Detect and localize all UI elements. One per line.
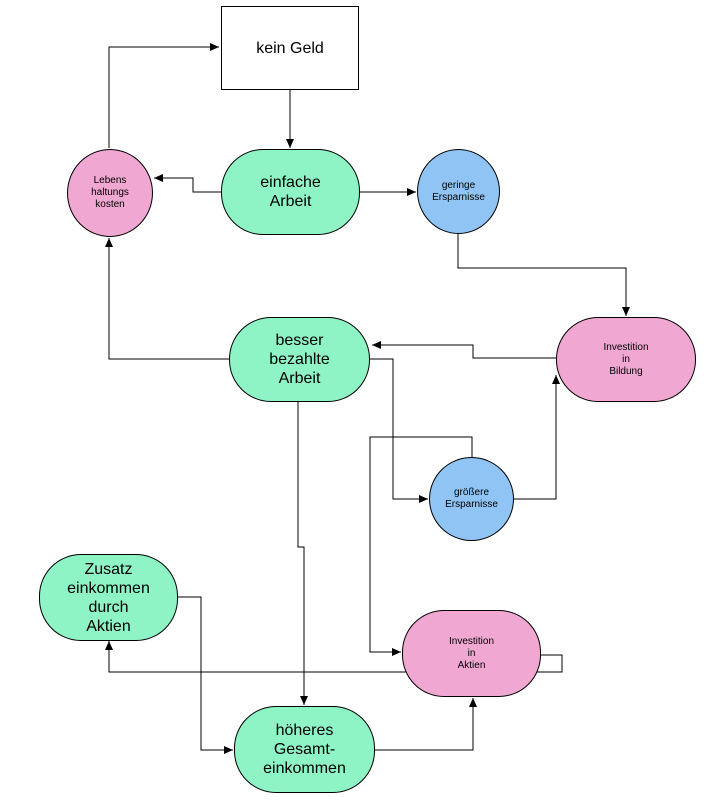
edge-zusatzeinkommen-to-hoeheres-gesamteinkommen (178, 596, 233, 754)
node-hoeheres-gesamteinkommen: höheres Gesamt- einkommen (234, 706, 375, 793)
node-geringe-ersparnisse: geringe Ersparnisse (417, 149, 500, 234)
edge-groessere-ersparnisse-to-investition-bildung (514, 375, 560, 500)
edge-besser-bezahlte-arbeit-to-hoeheres-gesamteinkommen (297, 402, 308, 705)
node-investition-bildung: Investition in Bildung (556, 317, 696, 402)
edge-groessere-ersparnisse-to-investition-aktien (369, 436, 473, 656)
node-zusatzeinkommen-aktien: Zusatz einkommen durch Aktien (39, 554, 178, 641)
edge-lebenshaltungskosten-to-kein-geld (108, 43, 219, 148)
edge-besser-bezahlte-arbeit-to-groessere-ersparnisse (370, 358, 428, 503)
node-investition-aktien: Investition in Aktien (402, 610, 541, 697)
node-kein-geld: kein Geld (221, 6, 359, 90)
node-einfache-arbeit: einfache Arbeit (221, 149, 360, 235)
edge-einfache-arbeit-to-lebenshaltungskosten (154, 174, 221, 193)
edge-hoeheres-gesamteinkommen-to-investition-aktien (375, 698, 477, 751)
edge-investition-aktien-to-zusatzeinkommen (105, 641, 563, 673)
node-groessere-ersparnisse: größere Ersparnisse (429, 457, 514, 541)
node-besser-bezahlte-arbeit: besser bezahlte Arbeit (229, 317, 370, 402)
edge-investition-bildung-to-besser-bezahlte-arbeit (372, 341, 556, 359)
node-lebenshaltungskosten: Lebens haltungs kosten (67, 149, 153, 237)
edge-geringe-ersparnisse-to-investition-bildung (457, 234, 630, 316)
edge-besser-bezahlte-arbeit-to-lebenshaltungskosten (105, 238, 229, 360)
